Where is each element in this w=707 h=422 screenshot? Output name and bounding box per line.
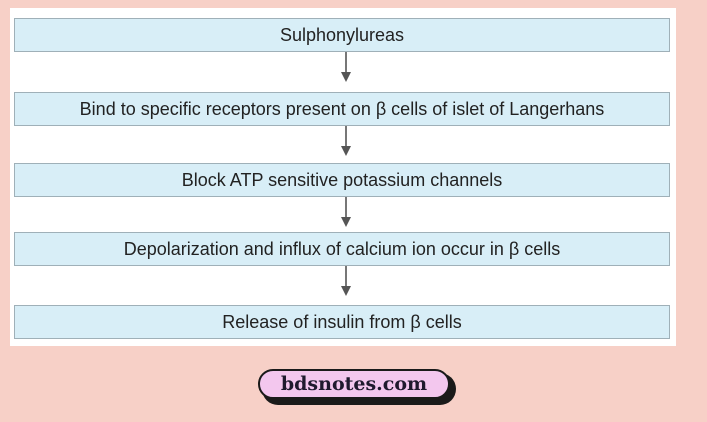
flowchart-panel: Sulphonylureas Bind to specific receptor… (10, 8, 676, 346)
flowchart-step-5: Release of insulin from β cells (14, 305, 670, 339)
watermark-badge: bdsnotes.com (258, 369, 456, 405)
step-4-label: Depolarization and influx of calcium ion… (123, 238, 561, 259)
arrow-down-icon (340, 52, 352, 82)
watermark-text: bdsnotes.com (258, 369, 450, 399)
flowchart-step-4: Depolarization and influx of calcium ion… (14, 232, 670, 266)
arrow-down-icon (340, 126, 352, 156)
step-3-label: Block ATP sensitive potassium channels (181, 169, 503, 190)
arrow-down-icon (340, 266, 352, 296)
flowchart-step-2: Bind to specific receptors present on β … (14, 92, 670, 126)
flowchart-step-1: Sulphonylureas (14, 18, 670, 52)
step-2-label: Bind to specific receptors present on β … (79, 98, 605, 119)
step-1-label: Sulphonylureas (279, 24, 405, 45)
flowchart-step-3: Block ATP sensitive potassium channels (14, 163, 670, 197)
arrow-down-icon (340, 197, 352, 227)
step-5-label: Release of insulin from β cells (222, 311, 462, 332)
